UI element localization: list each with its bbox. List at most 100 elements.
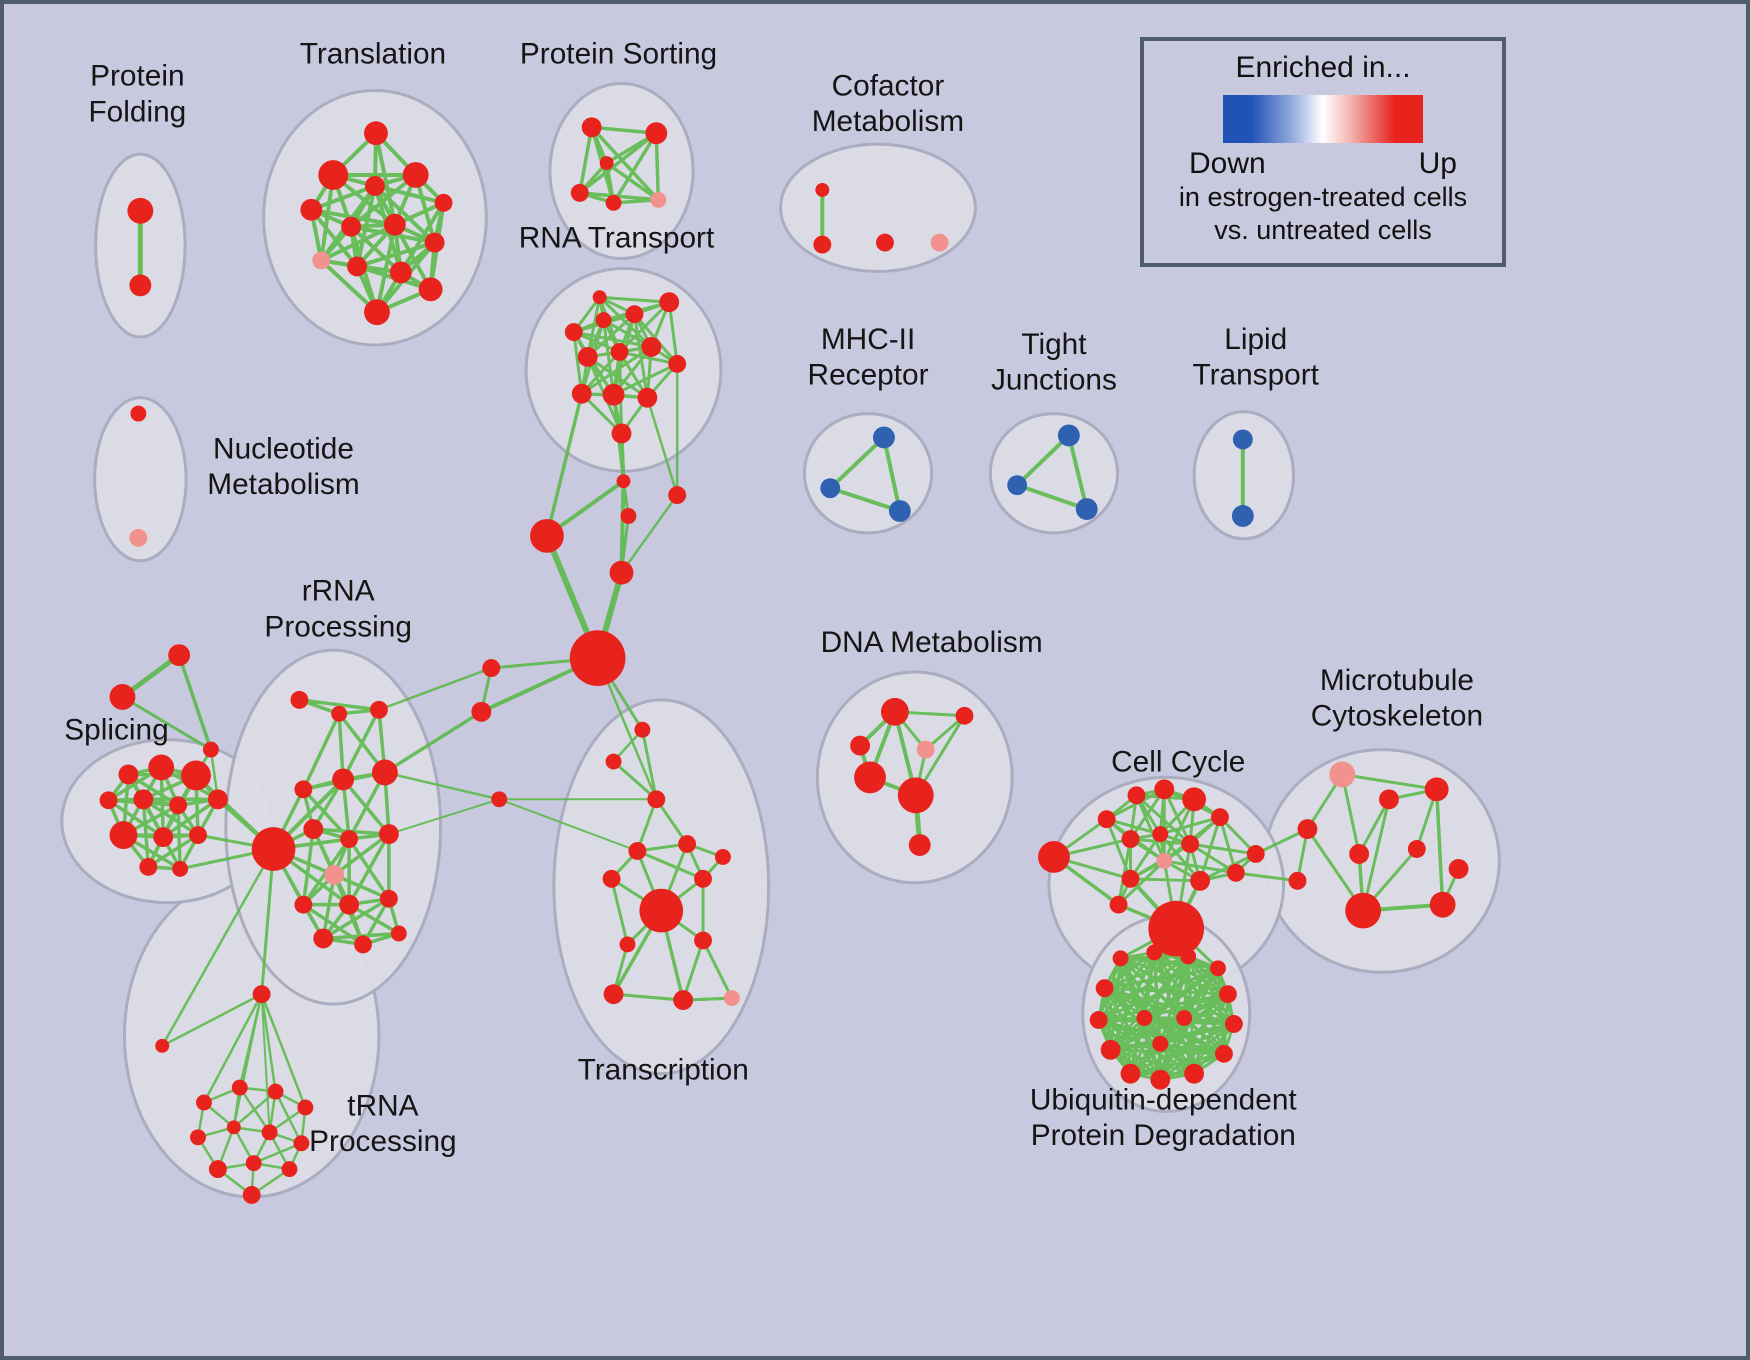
node	[694, 869, 712, 888]
edge	[618, 300, 671, 354]
node	[1232, 429, 1253, 450]
cluster-label-rrna-processing: rRNA	[302, 574, 375, 607]
legend-subtitle-line1: in estrogen-treated cells	[1178, 182, 1468, 212]
node	[530, 518, 564, 553]
node	[1182, 787, 1207, 812]
edge	[654, 797, 689, 846]
edge	[828, 486, 902, 513]
edge	[202, 992, 263, 1104]
edge	[1142, 992, 1230, 1020]
node	[332, 768, 355, 791]
node	[331, 705, 348, 722]
node	[916, 740, 935, 759]
legend-title: Enriched in...	[1235, 51, 1411, 84]
edge	[160, 847, 275, 1048]
node	[595, 312, 612, 329]
node	[625, 305, 644, 324]
edge	[146, 833, 200, 869]
node	[202, 741, 219, 758]
node	[1150, 1069, 1171, 1090]
node	[1121, 869, 1140, 888]
edge	[1188, 842, 1258, 856]
node	[668, 486, 687, 505]
node	[815, 182, 830, 197]
edge	[377, 666, 493, 712]
node	[647, 790, 666, 809]
cluster-label-tight-junctions: Junctions	[991, 364, 1117, 397]
edge	[161, 797, 220, 839]
edge	[347, 832, 391, 907]
edge	[1128, 1052, 1226, 1076]
edge	[1066, 433, 1089, 511]
node	[637, 387, 658, 408]
cluster-label-transcription: Transcription	[578, 1054, 749, 1087]
edge	[1158, 832, 1202, 883]
cluster-label-microtubule-cytoskeleton: Cytoskeleton	[1311, 700, 1483, 733]
node	[1097, 810, 1116, 829]
node	[365, 175, 385, 196]
node	[570, 183, 589, 202]
node	[261, 1124, 278, 1141]
cluster-label-trna-processing: tRNA	[347, 1089, 418, 1122]
edge	[120, 695, 213, 752]
node	[390, 925, 407, 942]
cluster-label-trna-processing: Processing	[309, 1125, 456, 1158]
edge	[337, 712, 345, 782]
edge	[498, 798, 639, 852]
node	[1379, 789, 1399, 810]
edge	[1097, 992, 1230, 1022]
edge	[1340, 772, 1439, 791]
node	[226, 1120, 241, 1135]
node	[714, 849, 731, 865]
node	[1148, 900, 1205, 957]
cluster-ellipse-nucleotide-metabolism	[93, 396, 188, 563]
edge	[635, 797, 658, 853]
edge	[1134, 793, 1166, 863]
node	[418, 277, 443, 302]
node	[645, 122, 668, 145]
edge	[881, 435, 902, 513]
node	[1424, 777, 1449, 802]
node	[1146, 944, 1163, 961]
node	[1429, 891, 1456, 918]
edge	[1015, 483, 1089, 511]
edge	[646, 396, 679, 497]
node	[1154, 779, 1175, 800]
node	[127, 197, 154, 224]
edge	[321, 873, 336, 941]
edge	[260, 847, 276, 996]
node	[723, 990, 740, 1007]
node	[880, 697, 909, 726]
cluster-label-nucleotide-metabolism: Nucleotide	[213, 432, 354, 465]
node	[1214, 1044, 1233, 1063]
node	[569, 630, 626, 686]
node	[1038, 841, 1070, 873]
edge	[297, 698, 381, 712]
node	[471, 701, 492, 722]
cluster-label-cell-cycle: Cell Cycle	[1111, 745, 1245, 778]
edge	[1128, 877, 1202, 883]
node	[1007, 475, 1028, 496]
node	[231, 1079, 248, 1096]
edge	[580, 345, 653, 396]
edge	[701, 938, 734, 1000]
cluster-ellipse-rrna-processing	[224, 648, 443, 1006]
node	[267, 1083, 284, 1100]
edge	[321, 896, 391, 941]
node	[564, 323, 583, 342]
edge	[1198, 815, 1222, 883]
node	[605, 194, 622, 211]
edge	[1340, 772, 1361, 856]
edge	[177, 653, 213, 752]
edge	[341, 708, 381, 782]
node	[908, 834, 931, 856]
node	[294, 895, 313, 914]
node	[369, 700, 388, 719]
node	[1095, 979, 1114, 998]
edge	[667, 300, 679, 366]
edge	[1103, 986, 1230, 996]
edge	[586, 295, 602, 359]
edge	[1117, 837, 1132, 907]
node	[1152, 826, 1169, 843]
